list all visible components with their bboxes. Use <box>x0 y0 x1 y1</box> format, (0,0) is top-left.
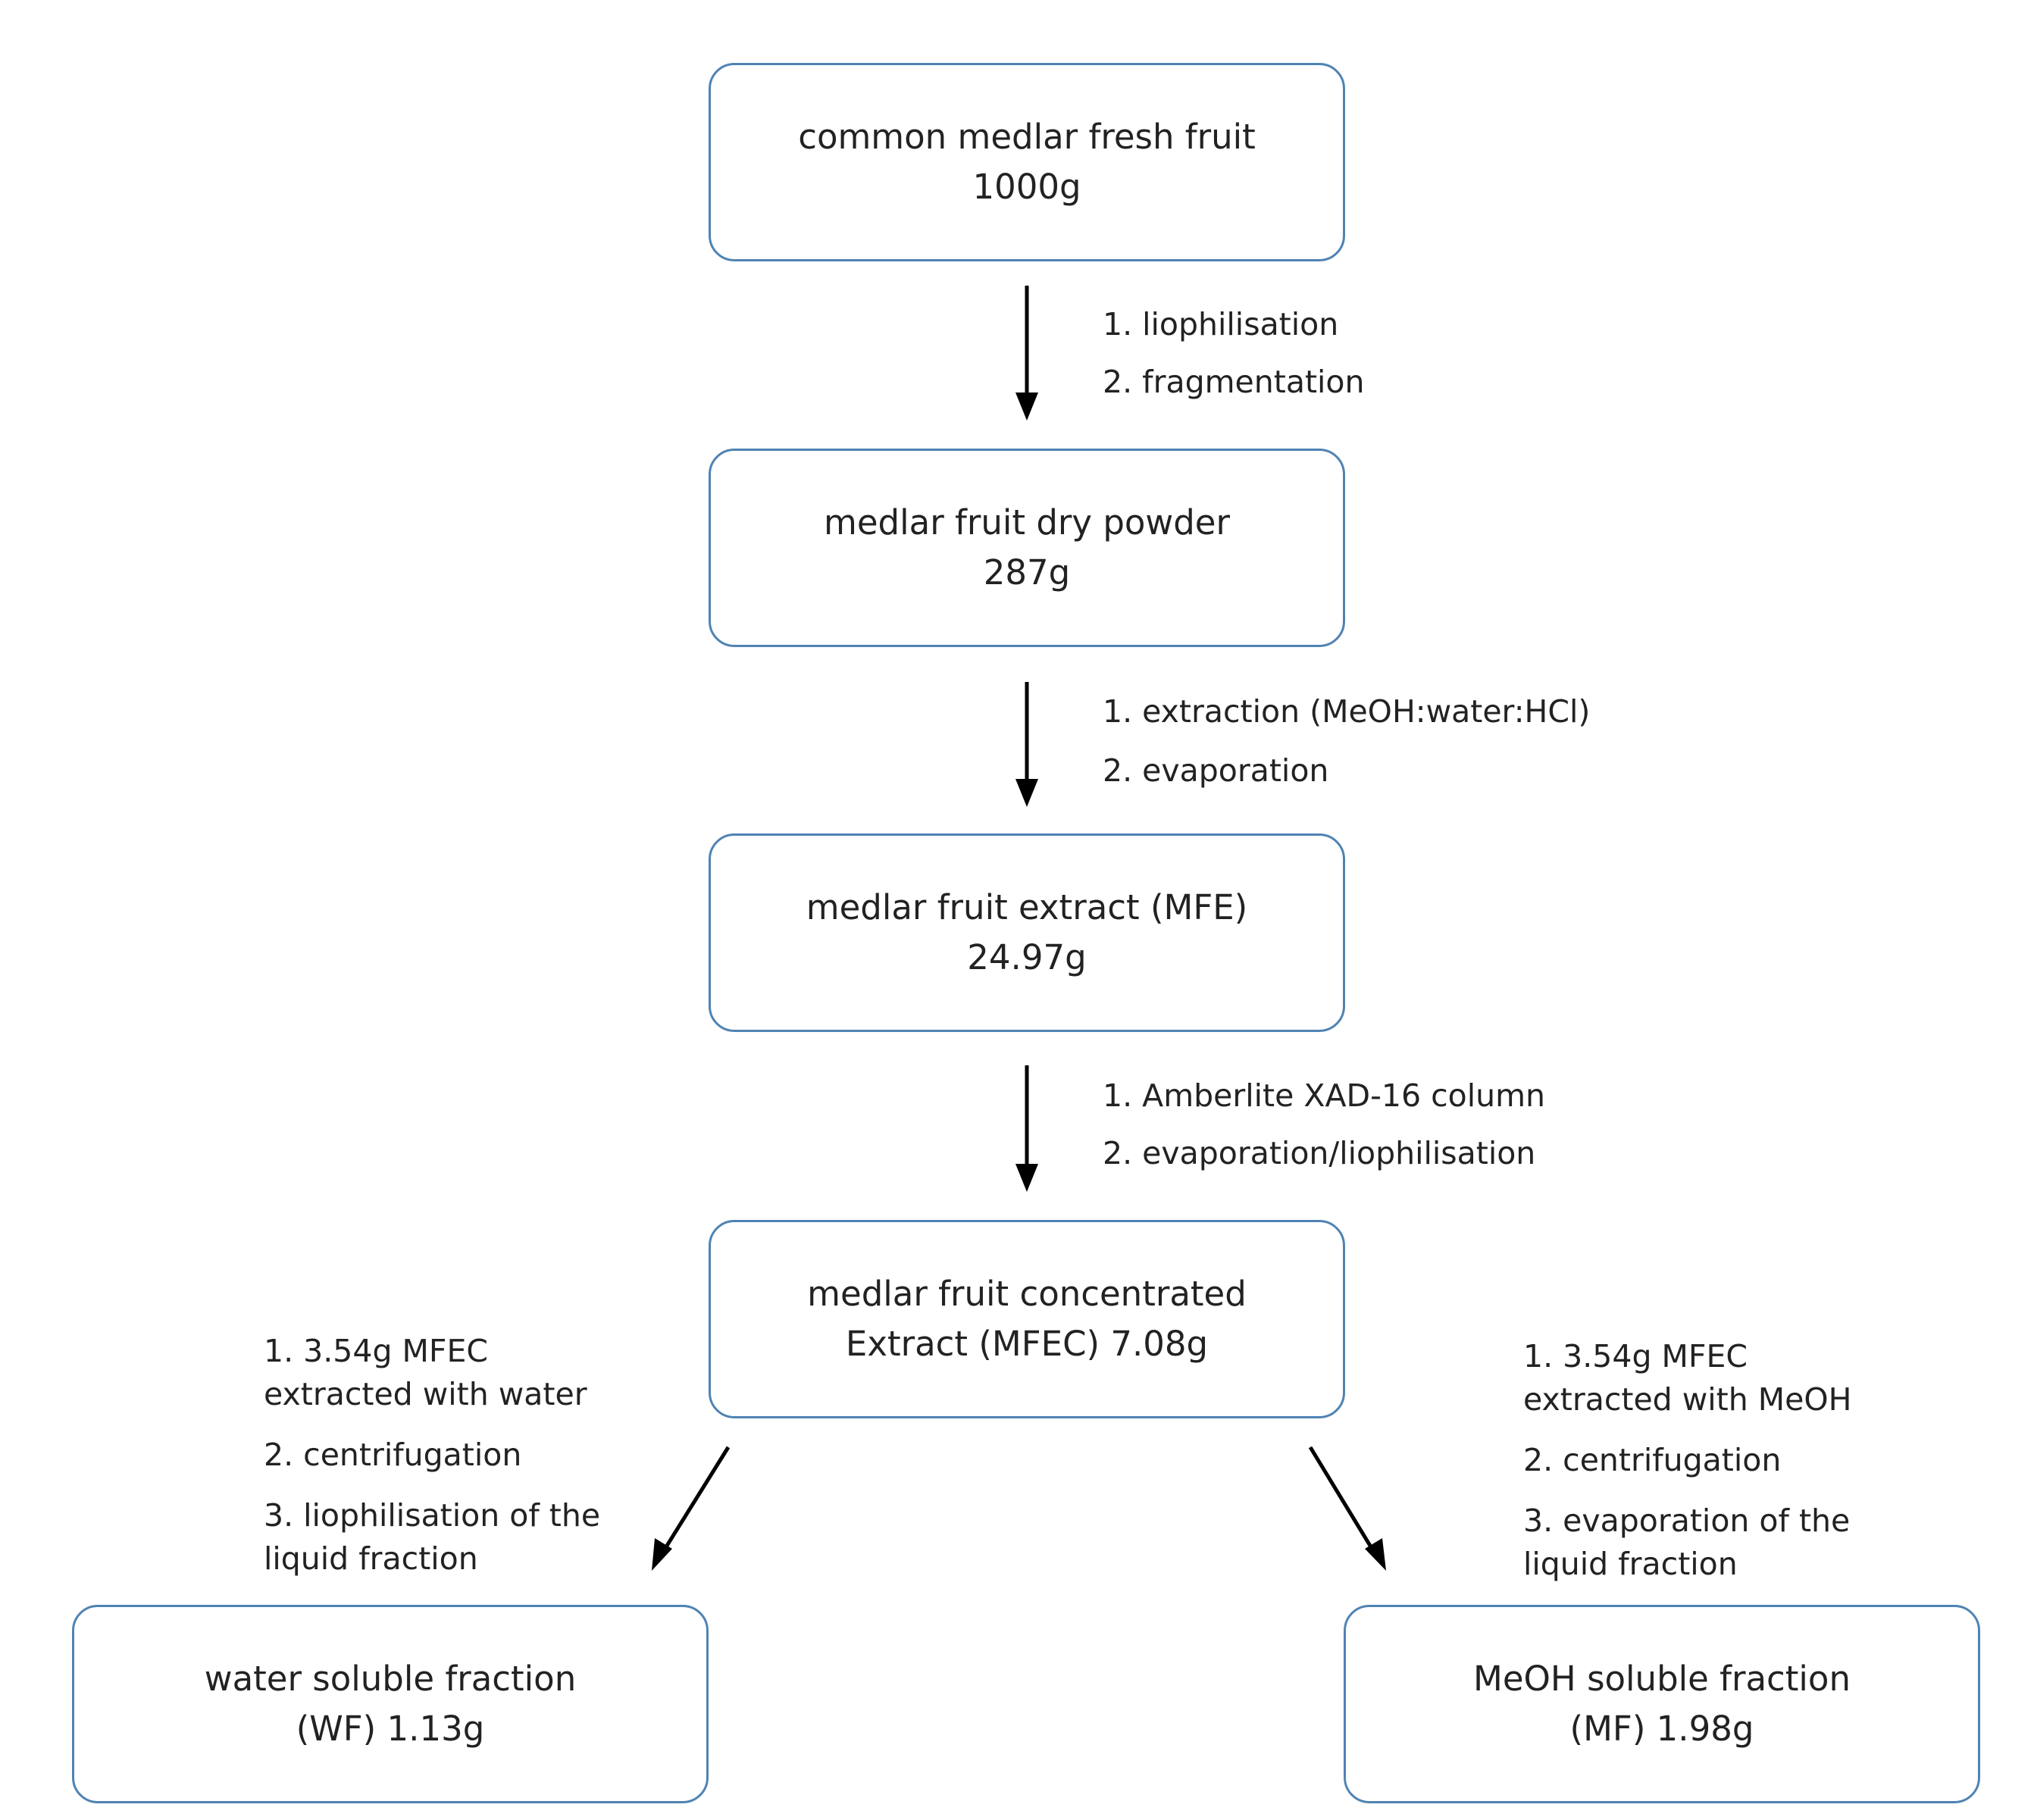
node-fresh-fruit: common medlar fresh fruit 1000g <box>709 63 1345 261</box>
node-extract: medlar fruit extract (MFE) 24.97g <box>709 833 1345 1032</box>
node-meoh-fraction-amount: (MF) 1.98g <box>1569 1709 1754 1749</box>
water-branch-item-1a: 1. 3.54g MFEC <box>264 1333 488 1369</box>
water-branch-item-1b: extracted with water <box>264 1376 587 1412</box>
step-3-item-2: 2. evaporation/liophilisation <box>1103 1135 1536 1171</box>
arrowhead-1 <box>1015 392 1038 421</box>
step-1-item-1: 1. liophilisation <box>1103 306 1339 342</box>
node-concentrated-amount: Extract (MFEC) 7.08g <box>845 1324 1209 1364</box>
step-label-meoh-branch: 1. 3.54g MFEC extracted with MeOH 2. cen… <box>1523 1335 1851 1586</box>
node-dry-powder-amount: 287g <box>983 552 1071 593</box>
step-1-item-2: 2. fragmentation <box>1103 364 1365 400</box>
water-branch-item-3b: liquid fraction <box>264 1540 478 1577</box>
step-3-item-1: 1. Amberlite XAD-16 column <box>1103 1077 1545 1114</box>
water-branch-item-3a: 3. liophilisation of the <box>264 1497 601 1534</box>
node-concentrated: medlar fruit concentrated Extract (MFEC)… <box>709 1220 1345 1418</box>
node-dry-powder: medlar fruit dry powder 287g <box>709 449 1345 647</box>
arrowhead-5 <box>1365 1538 1386 1571</box>
node-meoh-fraction-label: MeOH soluble fraction <box>1473 1659 1851 1699</box>
meoh-branch-item-3b: liquid fraction <box>1523 1546 1738 1582</box>
node-fresh-fruit-amount: 1000g <box>972 167 1081 207</box>
arrow-concentrated-to-meoh-fraction <box>1308 1446 1372 1547</box>
node-dry-powder-label: medlar fruit dry powder <box>824 502 1230 543</box>
meoh-branch-item-1a: 1. 3.54g MFEC <box>1523 1338 1748 1374</box>
step-label-3: 1. Amberlite XAD-16 column 2. evaporatio… <box>1103 1067 1545 1182</box>
meoh-branch-item-3a: 3. evaporation of the <box>1523 1503 1851 1539</box>
step-label-water-branch: 1. 3.54g MFEC extracted with water 2. ce… <box>264 1330 600 1581</box>
node-meoh-fraction: MeOH soluble fraction (MF) 1.98g <box>1344 1605 1980 1803</box>
meoh-branch-item-2: 2. centrifugation <box>1523 1442 1782 1478</box>
node-extract-amount: 24.97g <box>967 937 1087 977</box>
step-label-1: 1. liophilisation 2. fragmentation <box>1103 296 1364 411</box>
node-fresh-fruit-label: common medlar fresh fruit <box>798 117 1256 157</box>
node-extract-label: medlar fruit extract (MFE) <box>806 887 1248 927</box>
node-water-fraction: water soluble fraction (WF) 1.13g <box>72 1605 709 1803</box>
node-water-fraction-label: water soluble fraction <box>204 1659 577 1699</box>
arrowhead-3 <box>1015 1164 1038 1192</box>
step-2-item-2: 2. evaporation <box>1103 752 1329 789</box>
arrowhead-2 <box>1015 779 1038 807</box>
node-concentrated-label: medlar fruit concentrated <box>807 1274 1247 1314</box>
meoh-branch-item-1b: extracted with MeOH <box>1523 1381 1852 1418</box>
arrowhead-4 <box>652 1538 672 1571</box>
arrow-concentrated-to-water-fraction <box>665 1446 731 1547</box>
step-2-item-1: 1. extraction (MeOH:water:HCl) <box>1103 693 1591 730</box>
water-branch-item-2: 2. centrifugation <box>264 1437 522 1473</box>
node-water-fraction-amount: (WF) 1.13g <box>296 1709 485 1749</box>
step-label-2: 1. extraction (MeOH:water:HCl) 2. evapor… <box>1103 682 1590 800</box>
